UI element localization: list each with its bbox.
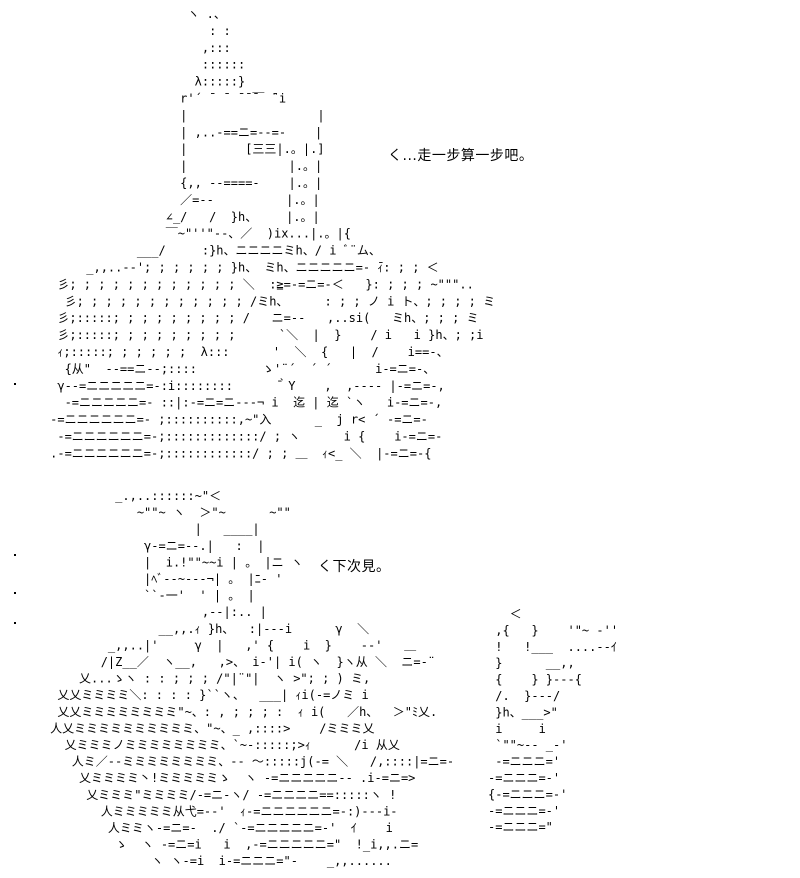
- art_bottom-line: 乂ミミミノミミミミミミミミ、`~-:::::;>ｨ /i 从乂: [14, 738, 400, 752]
- margin-dot: [14, 554, 16, 556]
- art_bottom-line: γ-=ニ=--.| : |: [14, 539, 264, 553]
- art_bottom_right-line: ! !___ ....--ｲ: [488, 640, 617, 654]
- art_top-line: r'´ ̄ ̄ ̄ ̄ ̄￣ ̄¨i: [14, 92, 286, 106]
- art_bottom_right-line: } __,,: [488, 656, 575, 670]
- speech-caption-second: く下次見。: [318, 559, 391, 575]
- art_top-line: ￣~"''"--、／ )ix...|.。|{: [14, 227, 351, 241]
- art_bottom-line: /|Z__／ ヽ__, ,>、 i-'| i( ヽ }ヽ从 ＼ ニ=-¨: [14, 655, 435, 669]
- art_bottom-line: _.,..::::::~"＜: [14, 489, 221, 503]
- art_top-line: 彡;:::::; ; ; ; ; ; ; ; ; / ニ=-- ,..si( ミ…: [14, 311, 479, 325]
- art_bottom-line: 乂...ゝヽ : : ; ; ; /"|¨"| ヽ >"; ; ) ミ,: [14, 672, 370, 686]
- art_bottom_right-line: { } }---{: [488, 673, 582, 687]
- art_top-line: ヽ .、: [14, 7, 226, 21]
- art_bottom_right-line: `""~-- _-': [488, 738, 567, 752]
- art_bottom-line: |ﾍﾞ--~---¬| 。 |ﾆ- ': [14, 572, 282, 586]
- art_top-line: {,, --====- |.。|: [14, 176, 322, 190]
- art_bottom-line: ヽ ヽ-=i i-=ニニニ="- _,,......: [14, 854, 392, 868]
- art_top-line: | [三三|.。|.]: [14, 142, 325, 156]
- art_bottom_right-line: }h、___>": [488, 705, 558, 719]
- art_top-line: -=ニニニニニニ=-;:::::::::::::/ ; ヽ i { i-=ニ=-: [14, 430, 442, 444]
- art_bottom-line: ~""~ ヽ ＞"~ ~"": [14, 506, 291, 520]
- art_bottom-line: | i.!""~~i | 。 |ニ ヽ: [14, 555, 303, 569]
- art_top-line: 彡; ; ; ; ; ; ; ; ; ; ; ; /ミh、 : ; ; ノ i …: [14, 294, 495, 308]
- art_bottom-line: 人ミミミミミ从弋=--' ｨ-=ニニニニニニ=-:)---i-: [14, 804, 398, 818]
- art_bottom_right-line: -=ニニニ=": [488, 820, 553, 834]
- art_top-line: 彡;:::::; ; ; ; ; ; ; ; ; `＼ | } / i i }h…: [14, 328, 483, 342]
- art_bottom-line: ``-一' ' | 。 |: [14, 589, 262, 603]
- art_bottom-line: ゝ ヽ -=ニ=i i ,-=ニニニニニ=" !_i,,.ニ=: [14, 838, 418, 852]
- art_top-line: {从" --==ニ--;:::: ゝ'¨´ ´ ´ i-=ニ=-、: [14, 362, 435, 376]
- art_bottom_right-line: -=ニニニ=': [488, 755, 560, 769]
- art_top-line: | |: [14, 108, 325, 122]
- art_bottom_right-line: /. }---/: [488, 689, 560, 703]
- art_top-line: -=ニニニニニニ=- ;::::::::::,~"入 _ j r< ´ -=ニ=…: [14, 413, 428, 427]
- art_top-line: ／=-- |.。|: [14, 193, 320, 207]
- art_bottom-line: 乂乂ミミミミミミミミ"~、: , ; ; ; : ｨ i( ／h、 ＞"ﾐ乂.: [14, 705, 437, 719]
- margin-dot: [14, 622, 16, 624]
- art_top-line: -=ニニニニニ=- ::|:-=ニ=ニ---¬ i 迄 | 迄 `ヽ i-=ニ=…: [14, 396, 442, 410]
- art_top-line: | |.。|: [14, 159, 322, 173]
- art_top-line: γ--=ニニニニニ=-:i:::::::: ̄｀Y , ,---- |-=ニ=-…: [14, 377, 445, 393]
- art_top-line: .-=ニニニニニニ=-;::::::::::::/ ; ; ＿ ｨ<_ ＼ |-…: [14, 446, 431, 460]
- margin-dot: [14, 383, 16, 385]
- art_top-line: | ,..-==ニ=--=- |: [14, 125, 322, 139]
- art_top-line: : :: [14, 24, 231, 38]
- art_top-line: ∠_/ / }h、 |.。|: [14, 210, 320, 224]
- art_bottom-line: | ____|: [14, 522, 260, 536]
- art_top-line: _,,..--'; ; ; ; ; ; }h、 ミh、ニニニニニ=- ̄ｨ: ;…: [14, 261, 439, 275]
- art_bottom-line: 乂ミミミミ丶!ミミミミミゝ ヽ -=ニニニニニ-- .i-=ニ=>: [14, 771, 415, 785]
- art_bottom-line: ,--|:.. |: [14, 605, 267, 619]
- art_bottom_right-line: ,{ } '"~ -'': [488, 623, 618, 637]
- art_bottom_right-line: ＜: [488, 607, 522, 621]
- art_bottom_right-line: -=ニニニ=-': [488, 804, 560, 818]
- art_bottom-line: 人ミミヽ-=ニ=- ./ `-=ニニニニニ=-' ｲ i: [14, 821, 393, 835]
- art_top-line: ___/ :}h、ニニニニミh、/ i ﾞ¨ム、: [14, 244, 381, 258]
- art_bottom-line: 乂ミミミ"ミミミミ/-=ニ-ヽ/ -=ニニニニ==:::::ヽ !: [14, 788, 396, 802]
- art_bottom-line: 人ミ／--ミミミミミミミミ、-- ～:::::j(-= ＼ /,::::|=ニ=…: [14, 755, 454, 769]
- speech-caption-first: く...走一步算一步吧。: [388, 148, 534, 164]
- art_top-line: 彡; ; ; ; ; ; ; ; ; ; ; ; ＼ :≧=-=ニ=-＜ }: …: [14, 277, 474, 291]
- art_bottom_right-line: -=ニニニ=-': [488, 771, 560, 785]
- ascii-art-top-figure: ヽ .、 : : ,::: :::::: λ:::::} r'´ ̄ ̄ ̄ ̄…: [14, 7, 495, 460]
- art_top-line: λ:::::}: [14, 75, 245, 89]
- art_bottom-line: _,,..|' γ | ,' { i } --' ＿: [14, 638, 416, 652]
- margin-dot: [14, 592, 16, 594]
- art_bottom_right-line: i i: [488, 722, 546, 736]
- art_top-line: ｨ;:::::; ; ; ; ; ; λ::: ' ＼ { | / i==-、: [14, 345, 449, 359]
- art_bottom_right-line: {-=ニニニ=-': [488, 787, 567, 801]
- ascii-art-bottom-right-figure: ＜ ,{ } '"~ -'' ! !___ ....--ｲ } __,, { }…: [488, 607, 618, 834]
- ascii-art-bottom-figure: _.,..::::::~"＜ ~""~ ヽ ＞"~ ~"" | ____| γ-…: [14, 489, 454, 868]
- art_bottom-line: __,,.ｨ }h、 :|---i γ ＼: [14, 622, 369, 636]
- art_bottom-line: 人乂ミミミミミミミミミミ、"~、_ ,::::> /ミミミ乂: [14, 721, 375, 735]
- art_top-line: ,:::: [14, 41, 231, 55]
- art_bottom-line: 乂乂ミミミミ＼: : : : }``ヽ、 ___| ｨi(-=ノミ i: [14, 688, 369, 702]
- art_top-line: ::::::: [14, 58, 245, 72]
